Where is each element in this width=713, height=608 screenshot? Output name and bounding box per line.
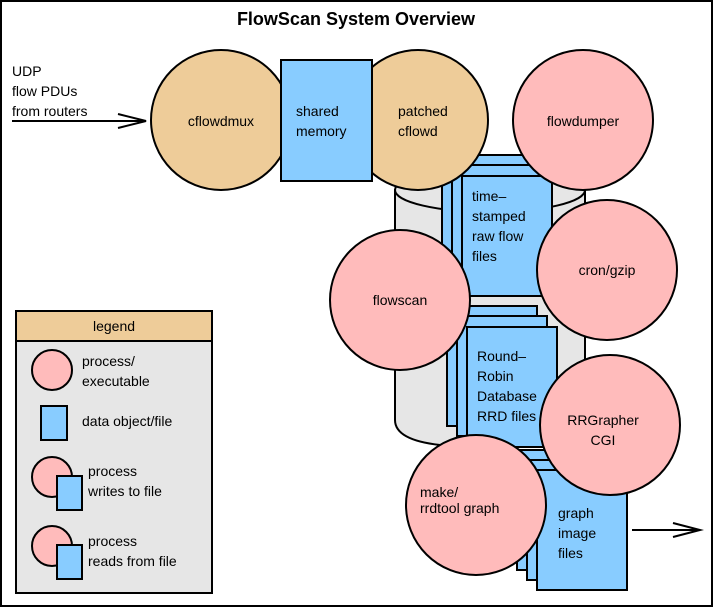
patched-cflowd-label: patched — [398, 103, 448, 119]
legend-item-data: data object/file — [40, 405, 172, 441]
svg-text:image: image — [558, 525, 596, 541]
data-rect-icon — [40, 405, 68, 441]
rrd-files-label: Round– Robin Database RRD files — [477, 348, 537, 424]
svg-text:graph: graph — [558, 505, 594, 521]
svg-text:writes to file: writes to file — [87, 483, 162, 499]
svg-text:files: files — [558, 545, 583, 561]
svg-text:stamped: stamped — [472, 208, 526, 224]
svg-text:time–: time– — [472, 188, 506, 204]
flowscan-process — [329, 229, 471, 371]
svg-text:raw flow: raw flow — [472, 228, 524, 244]
input-label: UDP flow PDUs from routers — [12, 63, 87, 119]
input-label-line: from routers — [12, 103, 87, 119]
svg-text:process: process — [88, 463, 137, 479]
rrgrapher-label: CGI — [591, 432, 616, 448]
patched-cflowd-label: cflowd — [398, 123, 438, 139]
legend-item-process: process/ executable — [31, 349, 150, 391]
make-rrdtool-label: make/ — [420, 484, 458, 500]
svg-text:files: files — [472, 248, 497, 264]
legend-header — [15, 310, 213, 342]
svg-text:Round–: Round– — [477, 348, 526, 364]
svg-text:Database: Database — [477, 388, 537, 404]
svg-text:executable: executable — [82, 373, 150, 389]
legend-item-writes: process writes to file — [31, 456, 162, 511]
output-arrow-icon — [632, 522, 704, 538]
svg-text:Robin: Robin — [477, 368, 514, 384]
make-rrdtool-label: rrdtool graph — [420, 500, 499, 516]
svg-text:process/: process/ — [82, 353, 135, 369]
process-writes-icon — [56, 475, 83, 511]
process-circle-icon — [31, 349, 73, 391]
cflowdmux-label: cflowdmux — [188, 113, 254, 129]
input-label-line: UDP — [12, 63, 42, 79]
rrd-files-stack — [446, 305, 558, 448]
legend: legend process/ executable data object/f… — [15, 310, 213, 594]
shared-memory-object — [280, 59, 373, 182]
diagram-title: FlowScan System Overview — [237, 9, 476, 29]
flowscan-label: flowscan — [373, 292, 427, 308]
rrgrapher-process — [539, 354, 681, 496]
make-rrdtool-process — [405, 434, 547, 576]
shared-memory-label: shared — [296, 103, 339, 119]
cron-gzip-process — [536, 199, 678, 341]
shared-memory-label: memory — [296, 123, 347, 139]
raw-flow-files-label: time– stamped raw flow files — [472, 188, 526, 264]
svg-text:RRD files: RRD files — [477, 408, 536, 424]
graph-files-label: graph image files — [558, 505, 596, 561]
svg-text:process: process — [88, 533, 137, 549]
svg-text:reads from file: reads from file — [88, 553, 177, 569]
svg-text:data object/file: data object/file — [82, 413, 172, 429]
input-label-line: flow PDUs — [12, 83, 77, 99]
legend-title: legend — [93, 318, 135, 334]
input-arrow-icon — [12, 113, 147, 129]
rrgrapher-label: RRGrapher — [567, 412, 639, 428]
cron-gzip-label: cron/gzip — [579, 262, 636, 278]
flowdumper-process — [512, 49, 654, 191]
legend-item-reads: process reads from file — [31, 525, 177, 580]
flowdumper-label: flowdumper — [547, 113, 620, 129]
